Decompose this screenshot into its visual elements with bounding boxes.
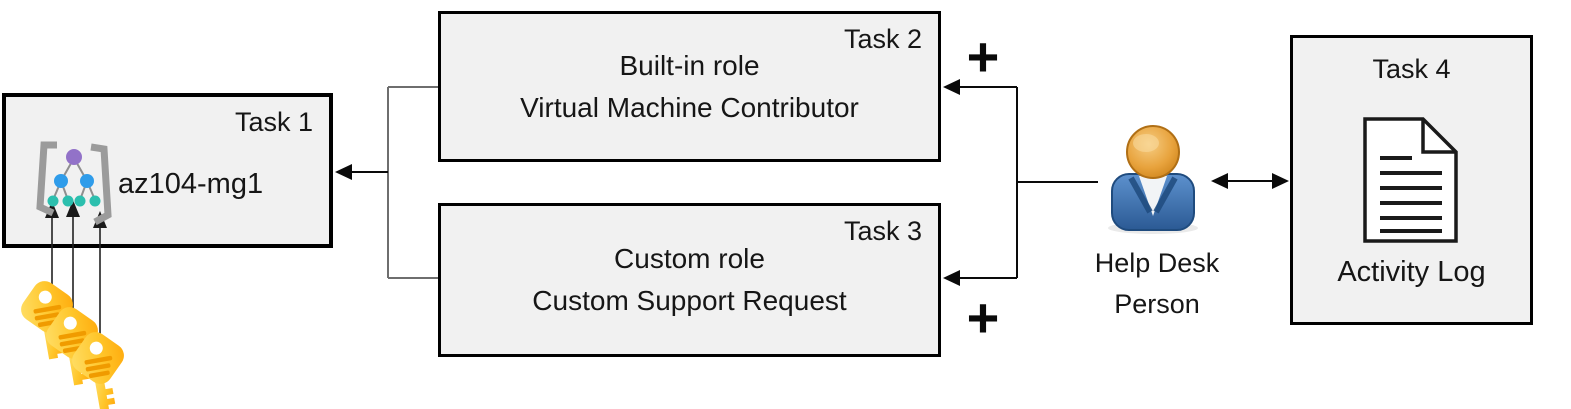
plus-icon: + — [966, 25, 1000, 88]
task3-label: Task 3 — [843, 216, 922, 246]
arrow-to-task2 — [943, 79, 960, 95]
person-label: Help Desk Person — [1052, 243, 1262, 325]
task1-label: Task 1 — [234, 107, 313, 137]
task3-role-type: Custom role — [614, 243, 765, 274]
double-arrow-person-task4 — [1211, 173, 1289, 189]
arrow-to-task3 — [943, 270, 960, 286]
task4-caption: Activity Log — [1337, 256, 1486, 288]
access-key-icon — [10, 270, 138, 409]
task3-role-name: Custom Support Request — [532, 285, 847, 316]
task2-role-name: Virtual Machine Contributor — [520, 91, 859, 123]
plus-icon: + — [966, 286, 1000, 349]
person-label-line2: Person — [1114, 289, 1200, 319]
task4-label: Task 4 — [1372, 54, 1451, 84]
task4-box: Task 4 Activity Log — [1290, 35, 1533, 325]
arrow-to-task1 — [335, 164, 388, 180]
task1-title: az104-mg1 — [118, 168, 264, 200]
task2-box: Task 2 Built-in role Virtual Machine Con… — [438, 11, 941, 162]
person-label-line1: Help Desk — [1094, 248, 1220, 278]
task3-box: Task 3 Custom role Custom Support Reques… — [438, 203, 941, 357]
task1-box: Task 1 az104-mg1 — [2, 93, 333, 248]
task2-role-type: Built-in role — [619, 49, 760, 81]
help-desk-person-icon — [1108, 125, 1198, 234]
bracket-connector-tasks23-to-task1 — [387, 86, 438, 279]
task2-label: Task 2 — [843, 24, 922, 54]
